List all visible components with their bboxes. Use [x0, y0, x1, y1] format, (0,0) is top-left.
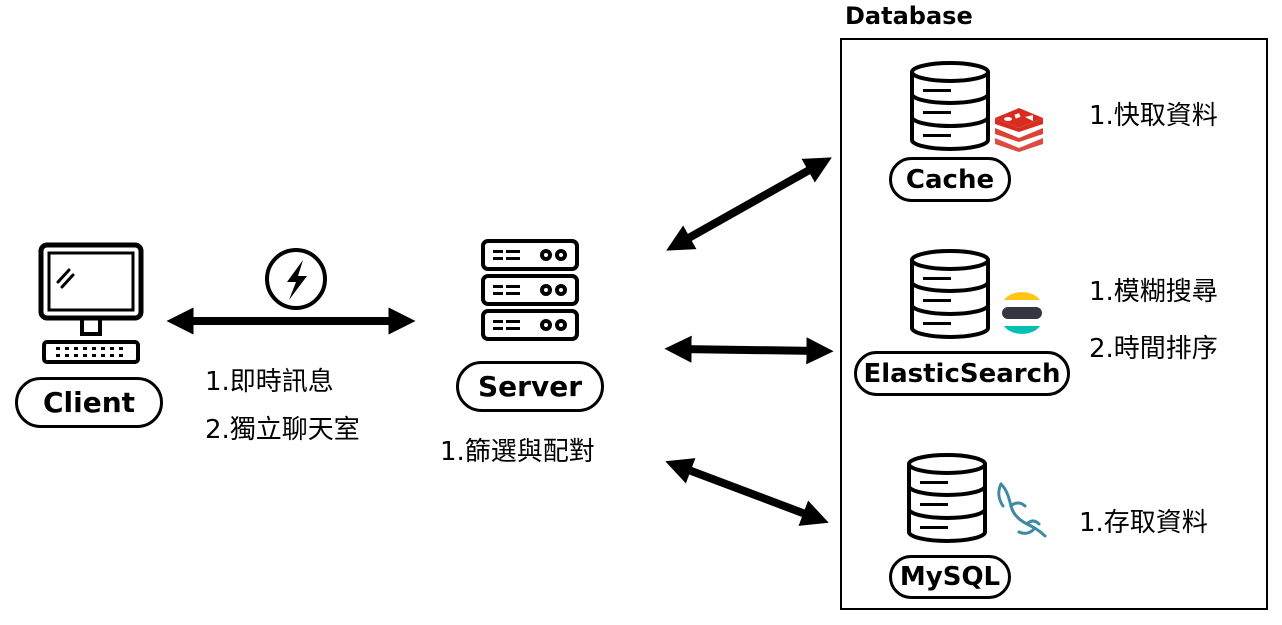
- lightning-icon: [265, 248, 327, 310]
- client-note-2: 2.獨立聊天室: [205, 415, 360, 445]
- client-note-1: 1.即時訊息: [205, 367, 334, 397]
- cache-note-1: 1.快取資料: [1089, 101, 1218, 131]
- redis-logo-icon: [995, 108, 1043, 152]
- mysql-label: MySQL: [889, 555, 1011, 599]
- server-note-1: 1.篩選與配對: [440, 437, 595, 467]
- server-cache-arrow: [666, 157, 832, 251]
- elasticsearch-logo-icon: [1002, 292, 1042, 334]
- server-label: Server: [456, 361, 604, 412]
- database-group: [840, 38, 1268, 610]
- server-mysql-arrow: [665, 458, 829, 526]
- server-icon: [481, 239, 579, 341]
- cache-label: Cache: [889, 157, 1011, 202]
- elasticsearch-note-2: 2.時間排序: [1089, 334, 1218, 364]
- mysql-note-1: 1.存取資料: [1079, 508, 1208, 538]
- elasticsearch-label: ElasticSearch: [854, 351, 1070, 396]
- database-title: Database: [845, 2, 973, 30]
- database-cylinder-icon: [910, 249, 990, 339]
- client-label: Client: [15, 377, 163, 428]
- computer-icon: [38, 242, 144, 364]
- database-cylinder-icon: [907, 453, 987, 543]
- mysql-dolphin-icon: [997, 482, 1047, 538]
- server-elasticsearch-arrow: [664, 335, 834, 365]
- database-cylinder-icon: [910, 61, 990, 151]
- elasticsearch-note-1: 1.模糊搜尋: [1089, 277, 1218, 307]
